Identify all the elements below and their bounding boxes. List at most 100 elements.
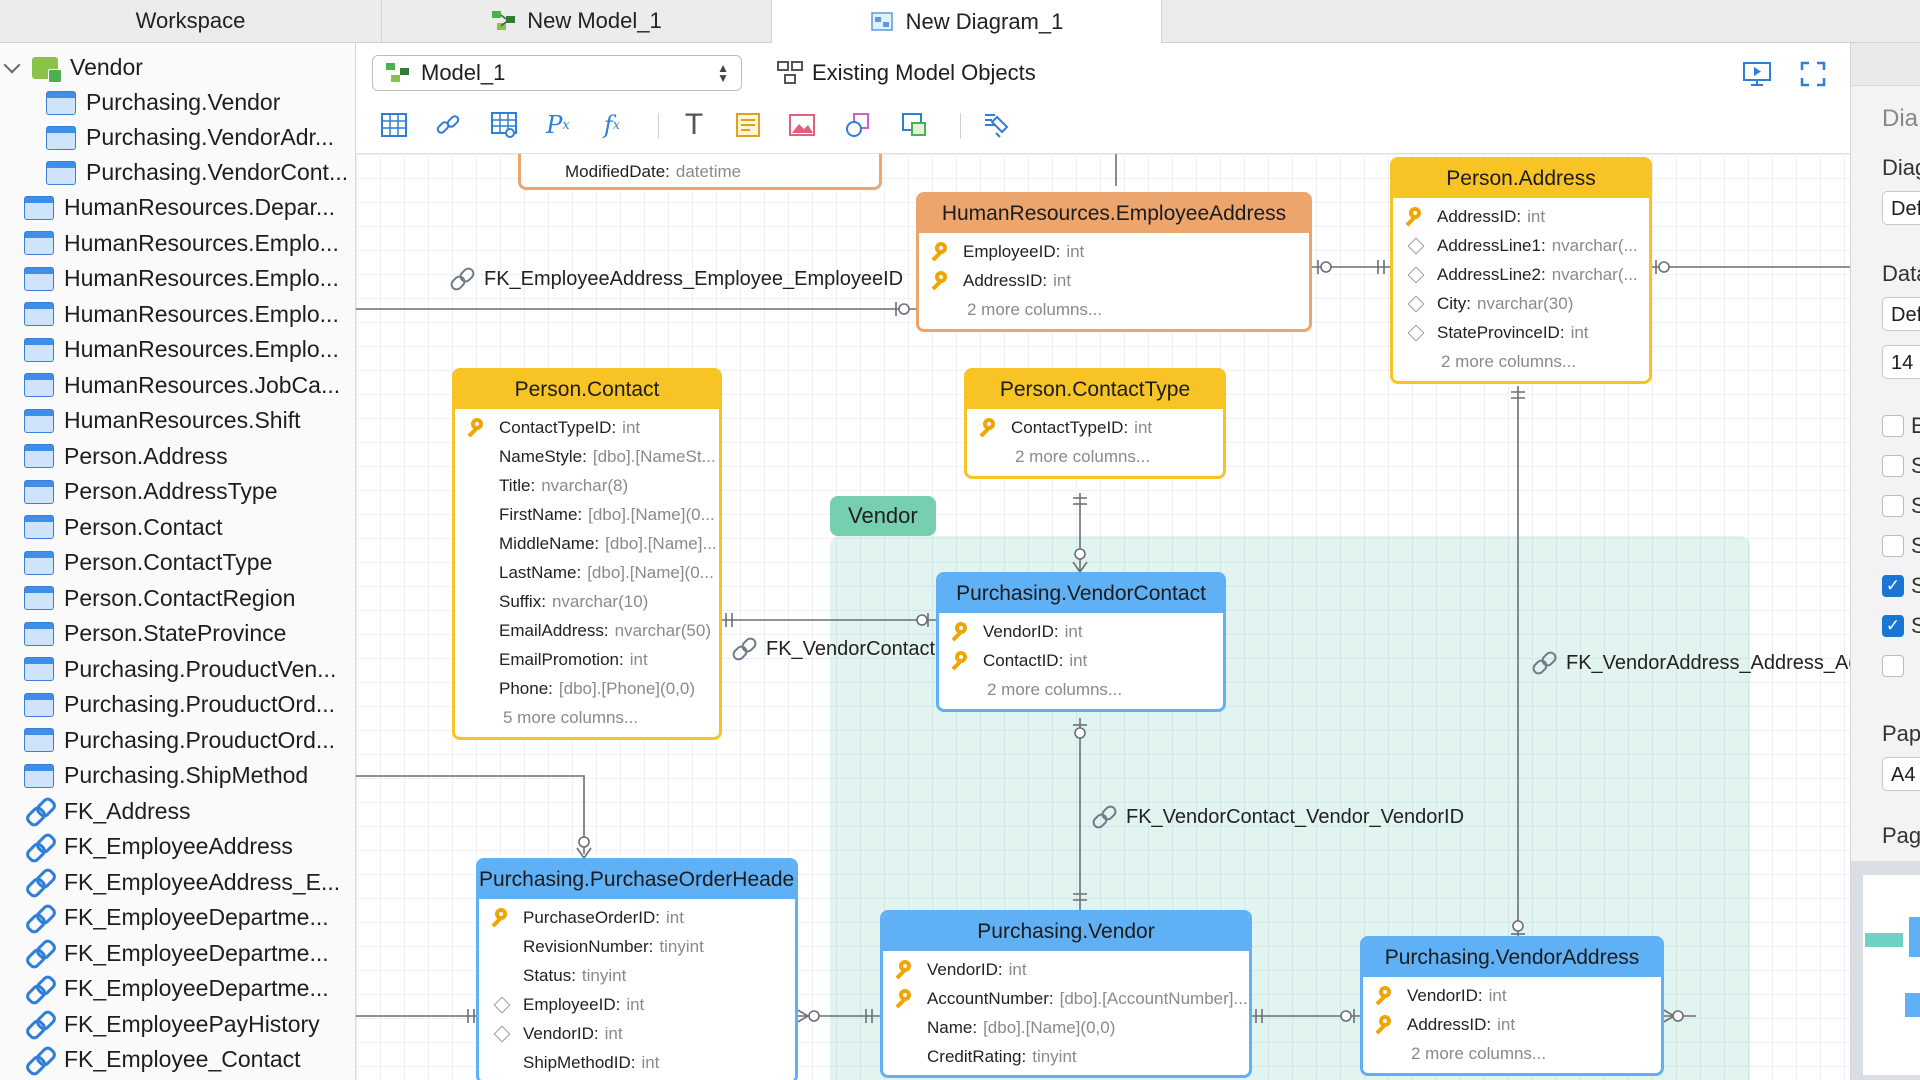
- option-checkbox[interactable]: ✓: [1882, 615, 1904, 637]
- option-checkbox[interactable]: [1882, 535, 1904, 557]
- column-row[interactable]: Phone:[dbo].[Phone](0,0): [455, 674, 719, 703]
- column-row[interactable]: Status:tinyint: [479, 961, 795, 990]
- tree-item-table[interactable]: Person.AddressType: [24, 474, 278, 509]
- fk-label-employee-address[interactable]: FK_EmployeeAddress_Employee_EmployeeID: [448, 266, 903, 292]
- tree-item-table[interactable]: Person.ContactRegion: [24, 581, 295, 616]
- more-columns-link[interactable]: 5 more columns...: [503, 708, 639, 727]
- tree-item-table[interactable]: Person.Contact: [24, 510, 223, 545]
- tree-item-table[interactable]: Person.Address: [24, 439, 228, 474]
- column-row[interactable]: CreditRating:tinyint: [883, 1042, 1249, 1071]
- column-row[interactable]: AccountNumber:[dbo].[AccountNumber]...: [883, 984, 1249, 1013]
- column-row[interactable]: FirstName:[dbo].[Name](0...: [455, 500, 719, 529]
- column-row[interactable]: EmployeeID:int: [919, 237, 1309, 266]
- column-row[interactable]: EmailAddress:nvarchar(50): [455, 616, 719, 645]
- relationship-tool-icon[interactable]: [432, 109, 464, 141]
- existing-model-objects-button[interactable]: Existing Model Objects: [776, 55, 1036, 91]
- tree-item-relationship[interactable]: FK_EmployeeDepartme...: [24, 900, 329, 935]
- more-columns-link[interactable]: 2 more columns...: [1015, 447, 1151, 466]
- column-row[interactable]: RevisionNumber:tinyint: [479, 932, 795, 961]
- column-row[interactable]: AddressID:int: [919, 266, 1309, 295]
- tree-item-table[interactable]: Person.StateProvince: [24, 616, 286, 651]
- fk-label-vendor-address[interactable]: FK_VendorAddress_Address_Add: [1530, 650, 1850, 676]
- column-row[interactable]: MiddleName:[dbo].[Name]...: [455, 529, 719, 558]
- subject-area-label[interactable]: Vendor: [830, 496, 936, 536]
- image-tool-icon[interactable]: [786, 109, 818, 141]
- tree-item-table[interactable]: Purchasing.ProuductOrd...: [24, 723, 335, 758]
- font-size-input[interactable]: 14: [1882, 345, 1920, 379]
- tree-item-table[interactable]: HumanResources.Emplo...: [24, 332, 339, 367]
- fk-label-vendor-contact[interactable]: FK_VendorContact: [730, 636, 935, 662]
- model-select[interactable]: Model_1 ▲▼: [372, 55, 742, 91]
- option-checkbox[interactable]: [1882, 455, 1904, 477]
- column-row[interactable]: City:nvarchar(30): [1393, 289, 1649, 318]
- column-row[interactable]: Title:nvarchar(8): [455, 471, 719, 500]
- column-row[interactable]: ContactTypeID:int: [455, 413, 719, 442]
- tree-item-table[interactable]: Purchasing.ProuductVen...: [24, 652, 336, 687]
- tree-item-relationship[interactable]: FK_Employee_Contact: [24, 1042, 301, 1077]
- tree-item-relationship[interactable]: FK_EmployeeDepartme...: [24, 936, 329, 971]
- tree-node-vendor[interactable]: Vendor: [0, 50, 143, 85]
- column-row[interactable]: LastName:[dbo].[Name](0...: [455, 558, 719, 587]
- more-columns-link[interactable]: 2 more columns...: [987, 680, 1123, 699]
- column-row[interactable]: VendorID:int: [883, 955, 1249, 984]
- table-tool-icon[interactable]: [378, 109, 410, 141]
- tab-new-model[interactable]: New Model_1: [382, 0, 772, 42]
- option-checkbox[interactable]: [1882, 495, 1904, 517]
- tree-item-table[interactable]: HumanResources.Shift: [24, 403, 301, 438]
- diagram-style-select[interactable]: Def: [1882, 191, 1920, 225]
- column-row[interactable]: VendorID:int: [1363, 981, 1661, 1010]
- tree-item-table[interactable]: Purchasing.ProuductOrd...: [24, 687, 335, 722]
- layer-tool-icon[interactable]: [898, 109, 930, 141]
- more-columns-link[interactable]: 2 more columns...: [1411, 1044, 1547, 1063]
- note-tool-icon[interactable]: [732, 109, 764, 141]
- text-tool-icon[interactable]: T: [684, 108, 704, 141]
- entity-partial[interactable]: ModifiedDate: datetime: [518, 154, 882, 190]
- tree-item-relationship[interactable]: FK_Address: [24, 794, 191, 829]
- column-row[interactable]: AddressID:int: [1393, 202, 1649, 231]
- tree-item-relationship[interactable]: FK_EmployeeDepartme...: [24, 971, 329, 1006]
- tree-item[interactable]: Purchasing.VendorCont...: [46, 155, 348, 190]
- column-row[interactable]: PurchaseOrderID:int: [479, 903, 795, 932]
- more-columns-link[interactable]: 2 more columns...: [967, 300, 1103, 319]
- option-checkbox[interactable]: [1882, 415, 1904, 437]
- chevron-down-icon[interactable]: [3, 56, 21, 73]
- column-row[interactable]: Name:[dbo].[Name](0,0): [883, 1013, 1249, 1042]
- column-row[interactable]: Suffix:nvarchar(10): [455, 587, 719, 616]
- fullscreen-icon[interactable]: [1800, 61, 1826, 87]
- format-painter-icon[interactable]: [980, 109, 1012, 141]
- tree-item-relationship[interactable]: FK_EmployeePayHistory: [24, 1007, 320, 1042]
- fk-label-vendor-contact-vendor[interactable]: FK_VendorContact_Vendor_VendorID: [1090, 804, 1464, 830]
- tab-new-diagram[interactable]: New Diagram_1: [772, 0, 1162, 43]
- column-row[interactable]: AddressLine1:nvarchar(...: [1393, 231, 1649, 260]
- column-row[interactable]: AddressID:int: [1363, 1010, 1661, 1039]
- column-row[interactable]: ContactTypeID:int: [967, 413, 1223, 442]
- column-row[interactable]: VendorID:int: [479, 1019, 795, 1048]
- tree-item-table[interactable]: HumanResources.Emplo...: [24, 226, 339, 261]
- tree-item[interactable]: Purchasing.Vendor: [46, 85, 280, 120]
- column-row[interactable]: NameStyle:[dbo].[NameSt...: [455, 442, 719, 471]
- more-columns-link[interactable]: 2 more columns...: [1441, 352, 1577, 371]
- tree-item-table[interactable]: Purchasing.ShipMethod: [24, 758, 308, 793]
- tab-workspace[interactable]: Workspace: [0, 0, 382, 42]
- view-tool-icon[interactable]: [488, 109, 520, 141]
- paper-size-select[interactable]: A4: [1882, 757, 1920, 791]
- shape-tool-icon[interactable]: [842, 109, 874, 141]
- column-row[interactable]: EmployeeID:int: [479, 990, 795, 1019]
- present-icon[interactable]: [1742, 61, 1772, 87]
- data-style-select[interactable]: Def: [1882, 297, 1920, 331]
- column-row[interactable]: AddressLine2:nvarchar(...: [1393, 260, 1649, 289]
- tree-item-relationship[interactable]: FK_EmployeeAddress: [24, 829, 293, 864]
- tree-item[interactable]: Purchasing.VendorAdr...: [46, 120, 334, 155]
- tree-item-table[interactable]: HumanResources.JobCa...: [24, 368, 340, 403]
- column-row[interactable]: StateProvinceID:int: [1393, 318, 1649, 347]
- page-preview[interactable]: [1851, 861, 1920, 1080]
